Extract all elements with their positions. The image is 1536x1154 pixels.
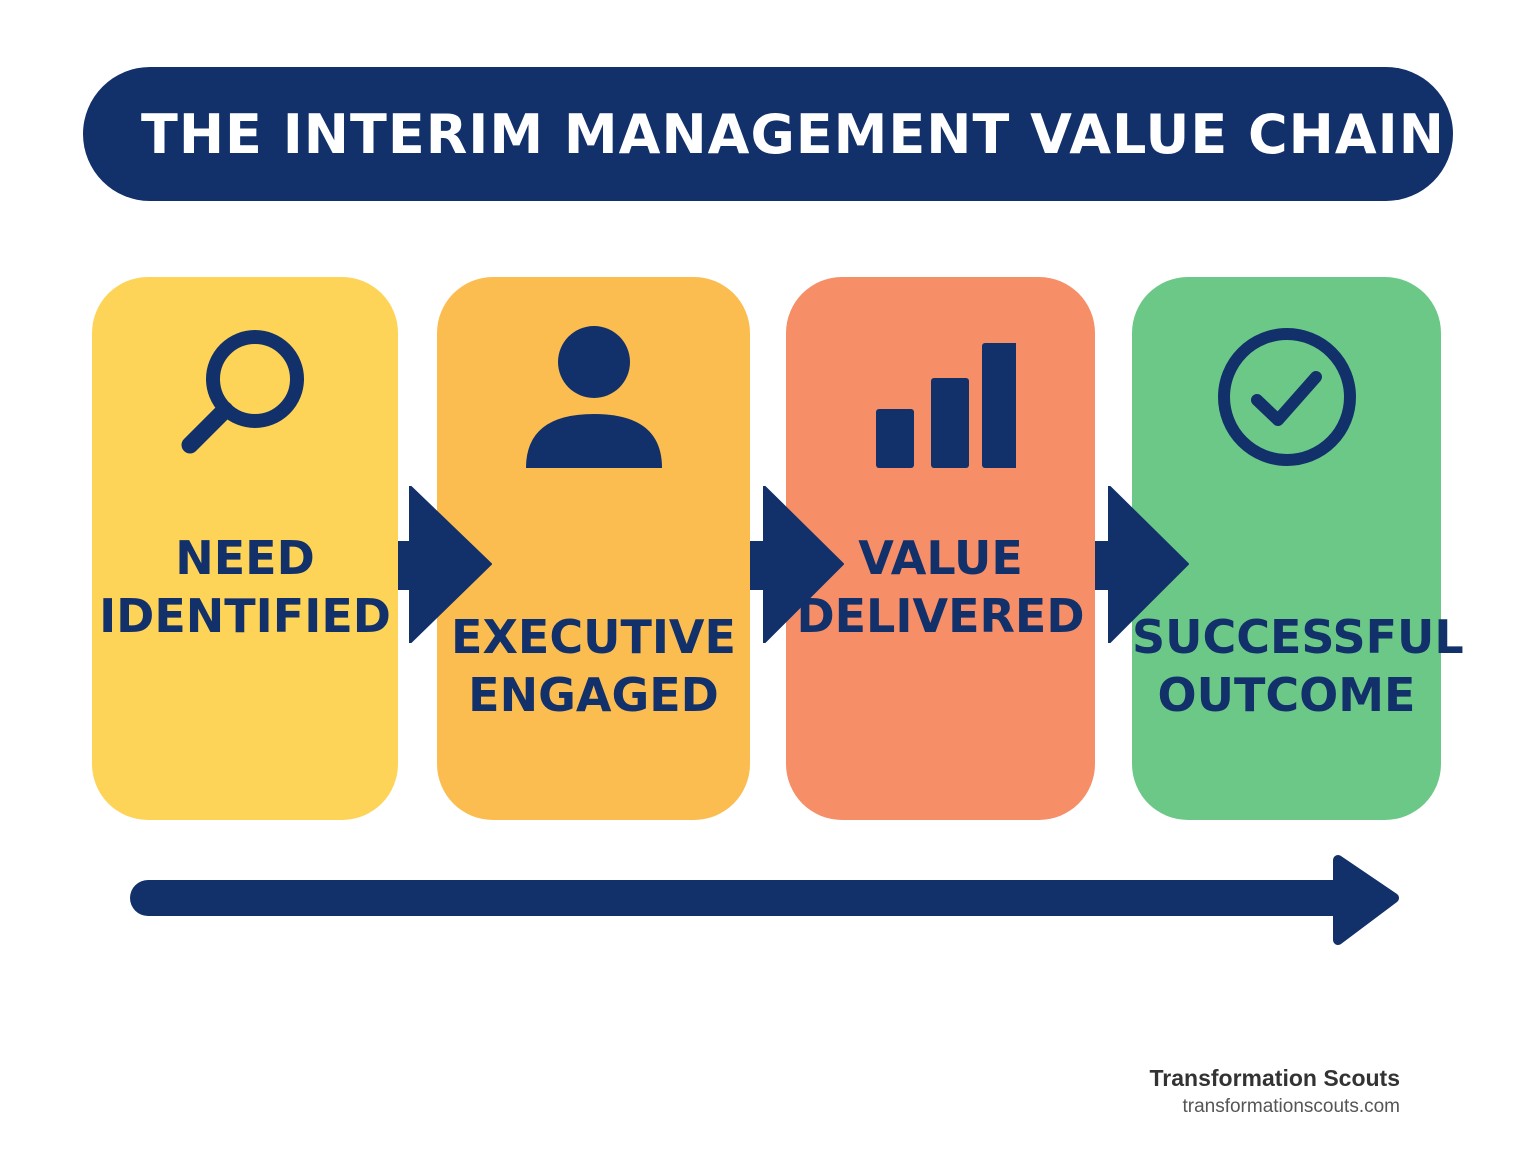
footer-branding: Transformation Scouts transformationscou… xyxy=(1150,1064,1400,1122)
step-card-executive-engaged: EXECUTIVE ENGAGED xyxy=(437,277,750,820)
brand-name: Transformation Scouts xyxy=(1149,1065,1400,1091)
arrow-right-icon xyxy=(1095,486,1189,643)
step-label-line1: NEED xyxy=(175,531,315,585)
arrow-right-icon xyxy=(398,486,492,643)
check-circle-icon xyxy=(1132,322,1441,472)
step-label-line2: OUTCOME xyxy=(1157,668,1416,722)
timeline-arrow xyxy=(130,855,1399,945)
step-label: VALUE DELIVERED xyxy=(786,529,1095,645)
brand-url: transformationscouts.com xyxy=(1182,1096,1400,1117)
step-label-line1: VALUE xyxy=(858,531,1023,585)
diagram-title: THE INTERIM MANAGEMENT VALUE CHAIN xyxy=(141,102,1445,166)
step-card-successful-outcome: SUCCESSFUL OUTCOME xyxy=(1132,277,1464,820)
step-label-line2: ENGAGED xyxy=(468,668,719,722)
step-label-line1: SUCCESSFUL xyxy=(1132,610,1464,664)
step-label-line1: EXECUTIVE xyxy=(451,610,736,664)
step-label: NEED IDENTIFIED xyxy=(92,529,398,645)
step-label: EXECUTIVE ENGAGED xyxy=(437,608,750,724)
title-banner: THE INTERIM MANAGEMENT VALUE CHAIN xyxy=(83,67,1453,201)
step-card-value-delivered: VALUE DELIVERED xyxy=(786,277,1095,820)
step-card-need-identified: NEED IDENTIFIED xyxy=(92,277,398,820)
magnifier-icon xyxy=(92,322,398,472)
arrow-right-icon xyxy=(750,486,844,643)
step-label: SUCCESSFUL OUTCOME xyxy=(1132,608,1464,724)
bar-chart-icon xyxy=(786,322,1095,472)
step-label-line2: IDENTIFIED xyxy=(99,589,391,643)
person-icon xyxy=(437,322,750,472)
step-label-line2: DELIVERED xyxy=(796,589,1085,643)
